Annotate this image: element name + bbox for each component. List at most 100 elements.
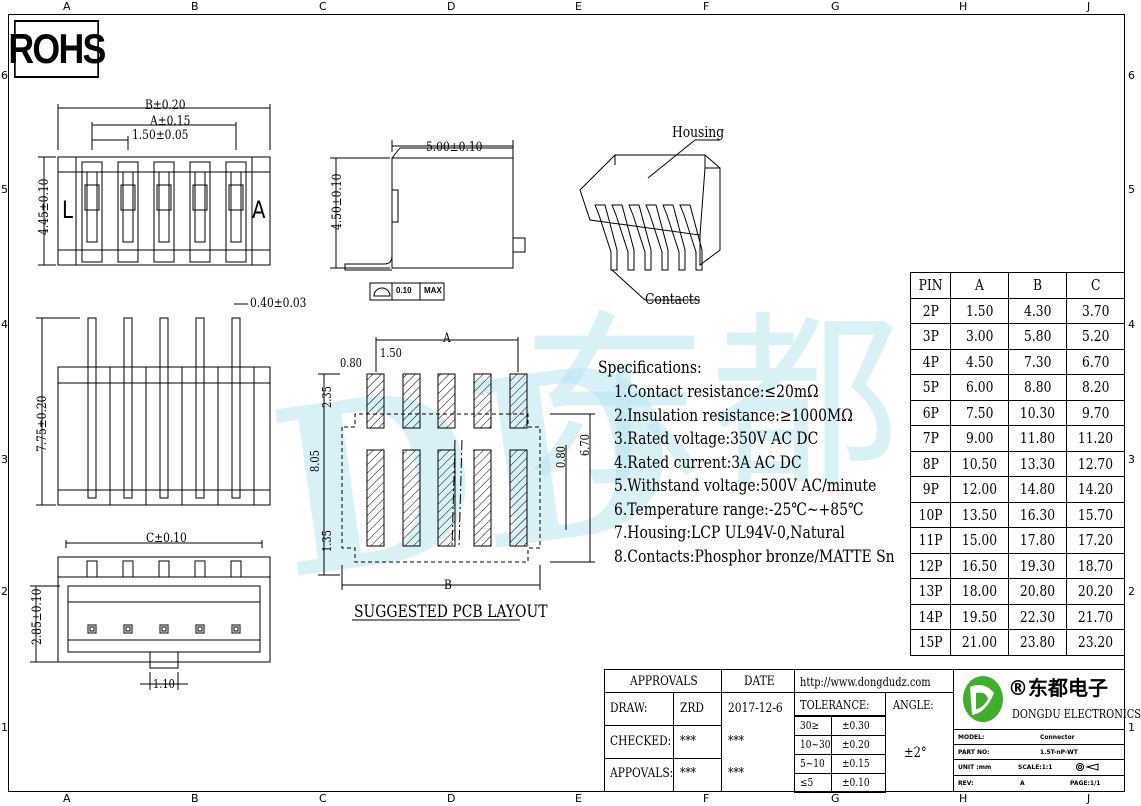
- table-cell: 9P: [910, 476, 951, 503]
- table-cell: 6.70: [1065, 348, 1126, 375]
- pcb-dim-b: B: [444, 578, 452, 593]
- projection-symbol-icon: [1076, 763, 1099, 771]
- dim-height-side: 4.50±0.10: [330, 173, 345, 230]
- table-cell: 3.00: [949, 323, 1009, 350]
- tolerance-value: ±0.10: [842, 776, 870, 789]
- zone-label: 4: [1, 318, 8, 331]
- table-cell: 14P: [910, 603, 951, 630]
- table-cell: 15.00: [949, 527, 1009, 554]
- dim-a: A±0.15: [150, 114, 191, 129]
- pcb-dim-150: 1.50: [380, 346, 402, 360]
- spec-item: 6.Temperature range:-25℃~+85℃: [614, 499, 864, 520]
- pcb-dim-a: A: [443, 331, 451, 346]
- pcb-centerline: [458, 439, 463, 549]
- cell-text: 10P: [918, 505, 943, 524]
- pcb-dim-670: 6.70: [578, 434, 592, 456]
- table-cell: 12.00: [949, 476, 1009, 503]
- pcb-mount-pad: [402, 449, 421, 547]
- side-mark-l: L: [62, 196, 73, 224]
- cell-text: 10.30: [1019, 403, 1056, 422]
- table-cell: 17.20: [1065, 527, 1126, 554]
- table-cell: 9.70: [1065, 399, 1126, 426]
- table-cell: C: [1065, 272, 1126, 299]
- table-cell: 2P: [910, 297, 951, 324]
- zone-label: J: [1087, 792, 1091, 805]
- bottom-pin-inner: [161, 626, 167, 632]
- pcb-signal-pad: [437, 373, 456, 429]
- top-pin-latch: [120, 184, 136, 211]
- rohs-mark: ROHS: [8, 20, 106, 78]
- pcb-signal-pad: [366, 373, 385, 429]
- tolerance-cell: [831, 773, 886, 793]
- zone-label: G: [831, 792, 840, 805]
- tolerance-range: ≤5: [800, 776, 814, 789]
- table-cell: 20.20: [1065, 578, 1126, 605]
- table-cell: 5.80: [1007, 323, 1067, 350]
- table-cell: 14.20: [1065, 476, 1126, 503]
- spec-title: Specifications:: [598, 358, 702, 378]
- table-cell: 20.80: [1007, 578, 1067, 605]
- cell-text: 23.80: [1019, 633, 1056, 652]
- spec-item: 1.Contact resistance:≤20mΩ: [614, 382, 819, 402]
- front-pin: [87, 317, 97, 499]
- pcb-dim-080: 0.80: [340, 356, 362, 370]
- cell-text: 7.50: [965, 403, 994, 422]
- cell-text: 5P: [922, 378, 939, 397]
- pcb-centerline: [451, 439, 456, 549]
- cell-text: 11.20: [1077, 429, 1114, 448]
- table-cell: 11.80: [1007, 425, 1067, 452]
- cell-text: 17.20: [1077, 531, 1114, 550]
- dim-bottom-width: 1.10: [153, 677, 175, 691]
- label-contacts: Contacts: [645, 290, 701, 308]
- pcb-mount-pad: [473, 449, 492, 547]
- zone-label: 3: [1, 453, 8, 466]
- cell-text: 14P: [918, 607, 943, 626]
- zone-label: E: [575, 792, 582, 805]
- zone-label: H: [959, 0, 968, 13]
- top-pin: [122, 171, 134, 243]
- bottom-pin-square: [195, 624, 205, 634]
- top-pin-slot: [81, 161, 103, 263]
- table-cell: 19.30: [1007, 552, 1067, 579]
- cell-text: 16.50: [961, 556, 997, 575]
- zone-label: A: [63, 0, 71, 13]
- tolerance-value: ±0.20: [842, 738, 870, 751]
- front-view: [36, 303, 271, 506]
- cell-text: 19.30: [1019, 556, 1056, 575]
- top-pin-slot: [117, 161, 139, 263]
- bottom-pin-inner: [125, 626, 131, 632]
- pcb-signal-pad: [473, 373, 492, 429]
- table-cell: B: [1007, 272, 1067, 299]
- cell-text: 3.70: [1081, 301, 1110, 320]
- table-cell: 4.50: [949, 348, 1009, 375]
- top-pin-latch: [228, 184, 244, 211]
- cell-text: 15.70: [1077, 505, 1114, 524]
- spec-item: 4.Rated current:3A AC DC: [614, 452, 802, 473]
- table-cell: 14.80: [1007, 476, 1067, 503]
- cell-text: 22.30: [1019, 607, 1056, 626]
- tb-unit: UNIT :mm: [958, 764, 992, 771]
- zone-label: A: [63, 792, 71, 805]
- side-mark-a: A: [252, 196, 266, 224]
- tb-model-value: Connector: [1040, 734, 1075, 741]
- cell-text: 4.50: [965, 352, 994, 371]
- table-cell: 19.50: [949, 603, 1009, 630]
- table-cell: 5P: [910, 374, 951, 401]
- pcb-dim-805: 8.05: [308, 450, 322, 472]
- pcb-dim-235: 2.35: [320, 386, 334, 408]
- dim-width-side: 5.00±0.10: [426, 140, 483, 155]
- pcb-dim-135: 1.35: [320, 530, 334, 552]
- dim-height-front: 7.75±0.20: [35, 395, 50, 452]
- top-pin-slot: [153, 161, 175, 263]
- table-cell: 13.30: [1007, 450, 1067, 477]
- zone-label: B: [191, 792, 199, 805]
- cell-text: 11.80: [1019, 429, 1056, 448]
- tb-scale: SCALE:1:1: [1018, 764, 1053, 771]
- cell-text: 8.20: [1081, 378, 1110, 397]
- table-cell: 12P: [910, 552, 951, 579]
